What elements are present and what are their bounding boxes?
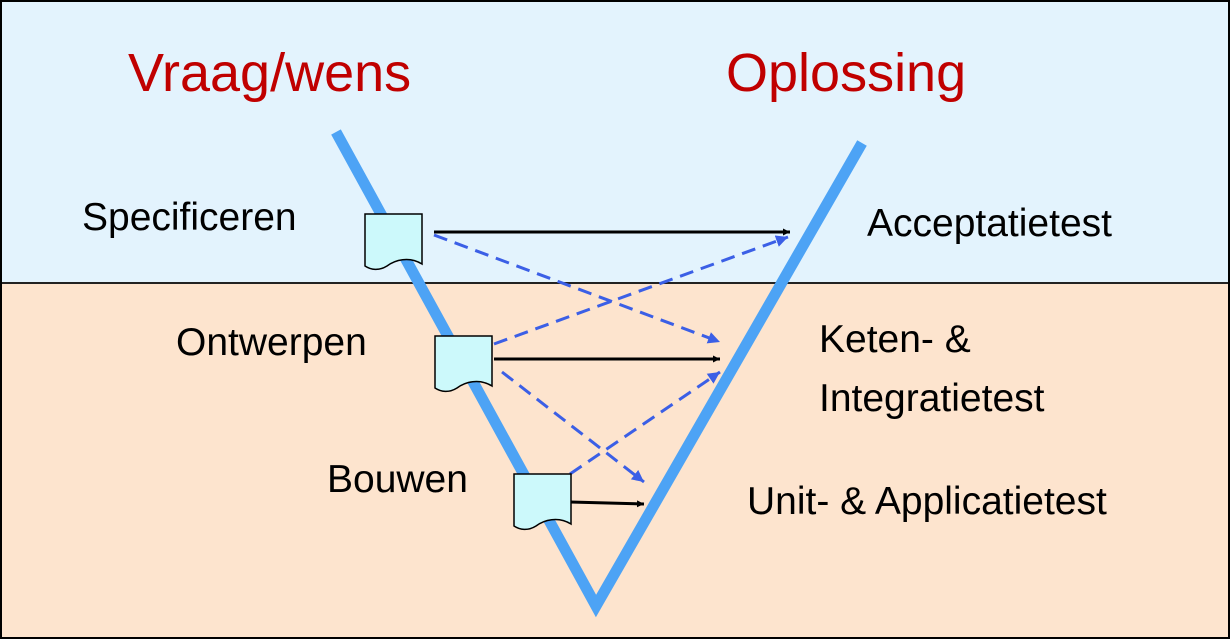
stage-unit-test: Unit- & Applicatietest xyxy=(747,480,1107,523)
dashed-arrow-build-to-chain xyxy=(569,370,721,476)
heading-request: Vraag/wens xyxy=(128,43,412,103)
dashed-arrow-design-to-acceptance xyxy=(493,235,789,346)
document-icon xyxy=(364,213,423,271)
stage-build: Bouwen xyxy=(327,458,468,501)
stage-acceptance-test: Acceptatietest xyxy=(867,202,1112,245)
solid-arrows xyxy=(434,228,790,508)
arrow-build-to-unit xyxy=(569,500,645,508)
heading-solution: Oplossing xyxy=(726,43,967,103)
stage-design: Ontwerpen xyxy=(176,321,367,364)
requirements-band xyxy=(2,2,1228,284)
v-line xyxy=(331,129,867,618)
document-icon xyxy=(434,335,493,393)
stage-specify: Specificeren xyxy=(82,196,297,239)
dashed-arrows xyxy=(433,233,789,484)
dashed-arrow-spec-to-chain xyxy=(433,233,721,344)
document-icon xyxy=(513,473,572,531)
stage-chain-test-line2: Integratietest xyxy=(819,377,1045,420)
stage-chain-test-line1: Keten- & xyxy=(819,318,971,361)
dashed-arrow-design-to-unit xyxy=(501,370,645,484)
